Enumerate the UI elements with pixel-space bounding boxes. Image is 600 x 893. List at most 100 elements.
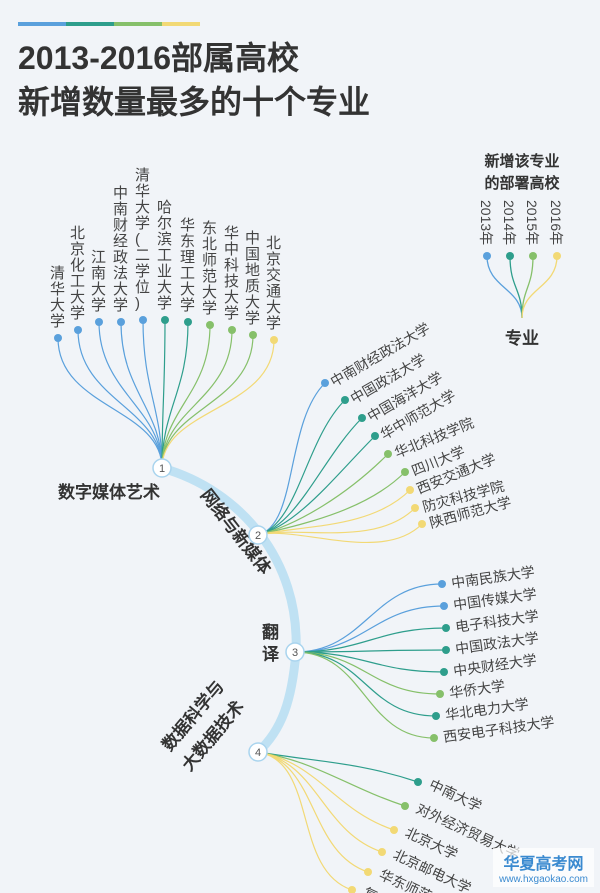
branch-line [294, 649, 447, 653]
school-dot [442, 624, 450, 632]
school-dot [432, 712, 440, 720]
branch-line [257, 382, 326, 536]
school-label: 清华大学(二学位) [135, 167, 150, 312]
school-label: 中南财经政法大学 [113, 185, 128, 314]
school-dot [184, 318, 192, 326]
title-line-1: 2013-2016部属高校 [18, 40, 300, 76]
major-node [285, 642, 305, 662]
school-dot [358, 414, 366, 422]
watermark-url: www.hxgaokao.com [499, 874, 588, 885]
school-dot [139, 316, 147, 324]
school-label: 北京交通大学 [266, 235, 281, 332]
school-dot [430, 734, 438, 742]
legend-dot [506, 252, 514, 260]
school-dot [401, 468, 409, 476]
branch-line [120, 321, 163, 469]
branch-line [161, 329, 233, 469]
school-dot [371, 432, 379, 440]
school-dot [228, 326, 236, 334]
school-dot [249, 331, 257, 339]
legend-dot [529, 252, 537, 260]
branch-line [257, 751, 353, 891]
school-dot [161, 316, 169, 324]
branch-line [294, 651, 435, 739]
branch-line [161, 319, 166, 469]
branch-line [257, 489, 411, 536]
branch-line [294, 605, 445, 653]
school-dot [390, 826, 398, 834]
school-dot [440, 602, 448, 610]
school-dot [117, 318, 125, 326]
school-dot [442, 646, 450, 654]
branch-line [257, 751, 419, 783]
branch-line [257, 453, 389, 536]
branch-line [161, 324, 211, 469]
school-label: 华侨大学 [448, 677, 506, 701]
school-dot [414, 778, 422, 786]
legend-year: 2015年 [524, 200, 540, 245]
major-node [248, 525, 268, 545]
school-label: 中国地质大学 [245, 230, 260, 327]
school-dot [270, 336, 278, 344]
branch-line [257, 523, 423, 544]
legend-dot [553, 252, 561, 260]
major-number: 2 [255, 530, 261, 542]
branch-line [257, 751, 369, 873]
branch-line [294, 651, 437, 717]
school-dot [436, 690, 444, 698]
school-dot [364, 868, 372, 876]
title-accent-bar [18, 22, 200, 26]
school-dot [321, 379, 329, 387]
legend-year: 2014年 [501, 200, 517, 245]
school-dot [341, 396, 349, 404]
major-number: 3 [292, 647, 298, 659]
branch-line [294, 583, 443, 653]
school-dot [54, 334, 62, 342]
title-line-2: 新增数量最多的十个专业 [18, 84, 371, 120]
school-dot [438, 580, 446, 588]
branch-line [77, 329, 163, 469]
legend-line [486, 255, 523, 319]
school-dot [401, 802, 409, 810]
major-number: 4 [255, 747, 261, 759]
branch-line [294, 651, 441, 695]
school-dot [95, 318, 103, 326]
legend-line [521, 255, 558, 319]
school-label: 东北师范大学 [202, 220, 217, 317]
branch-line [161, 334, 254, 469]
legend-dot [483, 252, 491, 260]
school-label: 华东理工大学 [180, 217, 195, 314]
branch-line [257, 751, 406, 807]
school-label: 华中科技大学 [224, 225, 239, 322]
school-dot [411, 504, 419, 512]
legend-year: 2016年 [548, 200, 564, 245]
branch-line [257, 399, 346, 536]
school-dot [206, 321, 214, 329]
branch-line [294, 651, 445, 673]
legend-heading: 新增该专业 [484, 152, 559, 170]
school-dot [440, 668, 448, 676]
branch-line [161, 339, 275, 469]
school-label: 北京化工大学 [70, 225, 85, 322]
school-label: 江南大学 [91, 249, 106, 314]
major-node [248, 742, 268, 762]
major-node [152, 458, 172, 478]
school-label: 哈尔滨工业大学 [157, 199, 172, 312]
school-dot [384, 450, 392, 458]
school-dot [418, 520, 426, 528]
branch-line [142, 319, 163, 469]
legend-heading: 的部署高校 [484, 174, 560, 192]
major-label: 数字媒体艺术 [58, 482, 160, 502]
branch-line [257, 751, 395, 831]
major-label: 翻译 [262, 622, 280, 664]
spine-branch [157, 463, 301, 757]
branch-line [257, 417, 363, 536]
branch-line [257, 751, 383, 853]
school-dot [74, 326, 82, 334]
watermark-title: 华夏高考网 [503, 856, 584, 873]
branch-line [257, 435, 376, 536]
branch-line [98, 321, 163, 469]
branch-line [57, 337, 163, 469]
legend-year: 2013年 [478, 200, 494, 245]
